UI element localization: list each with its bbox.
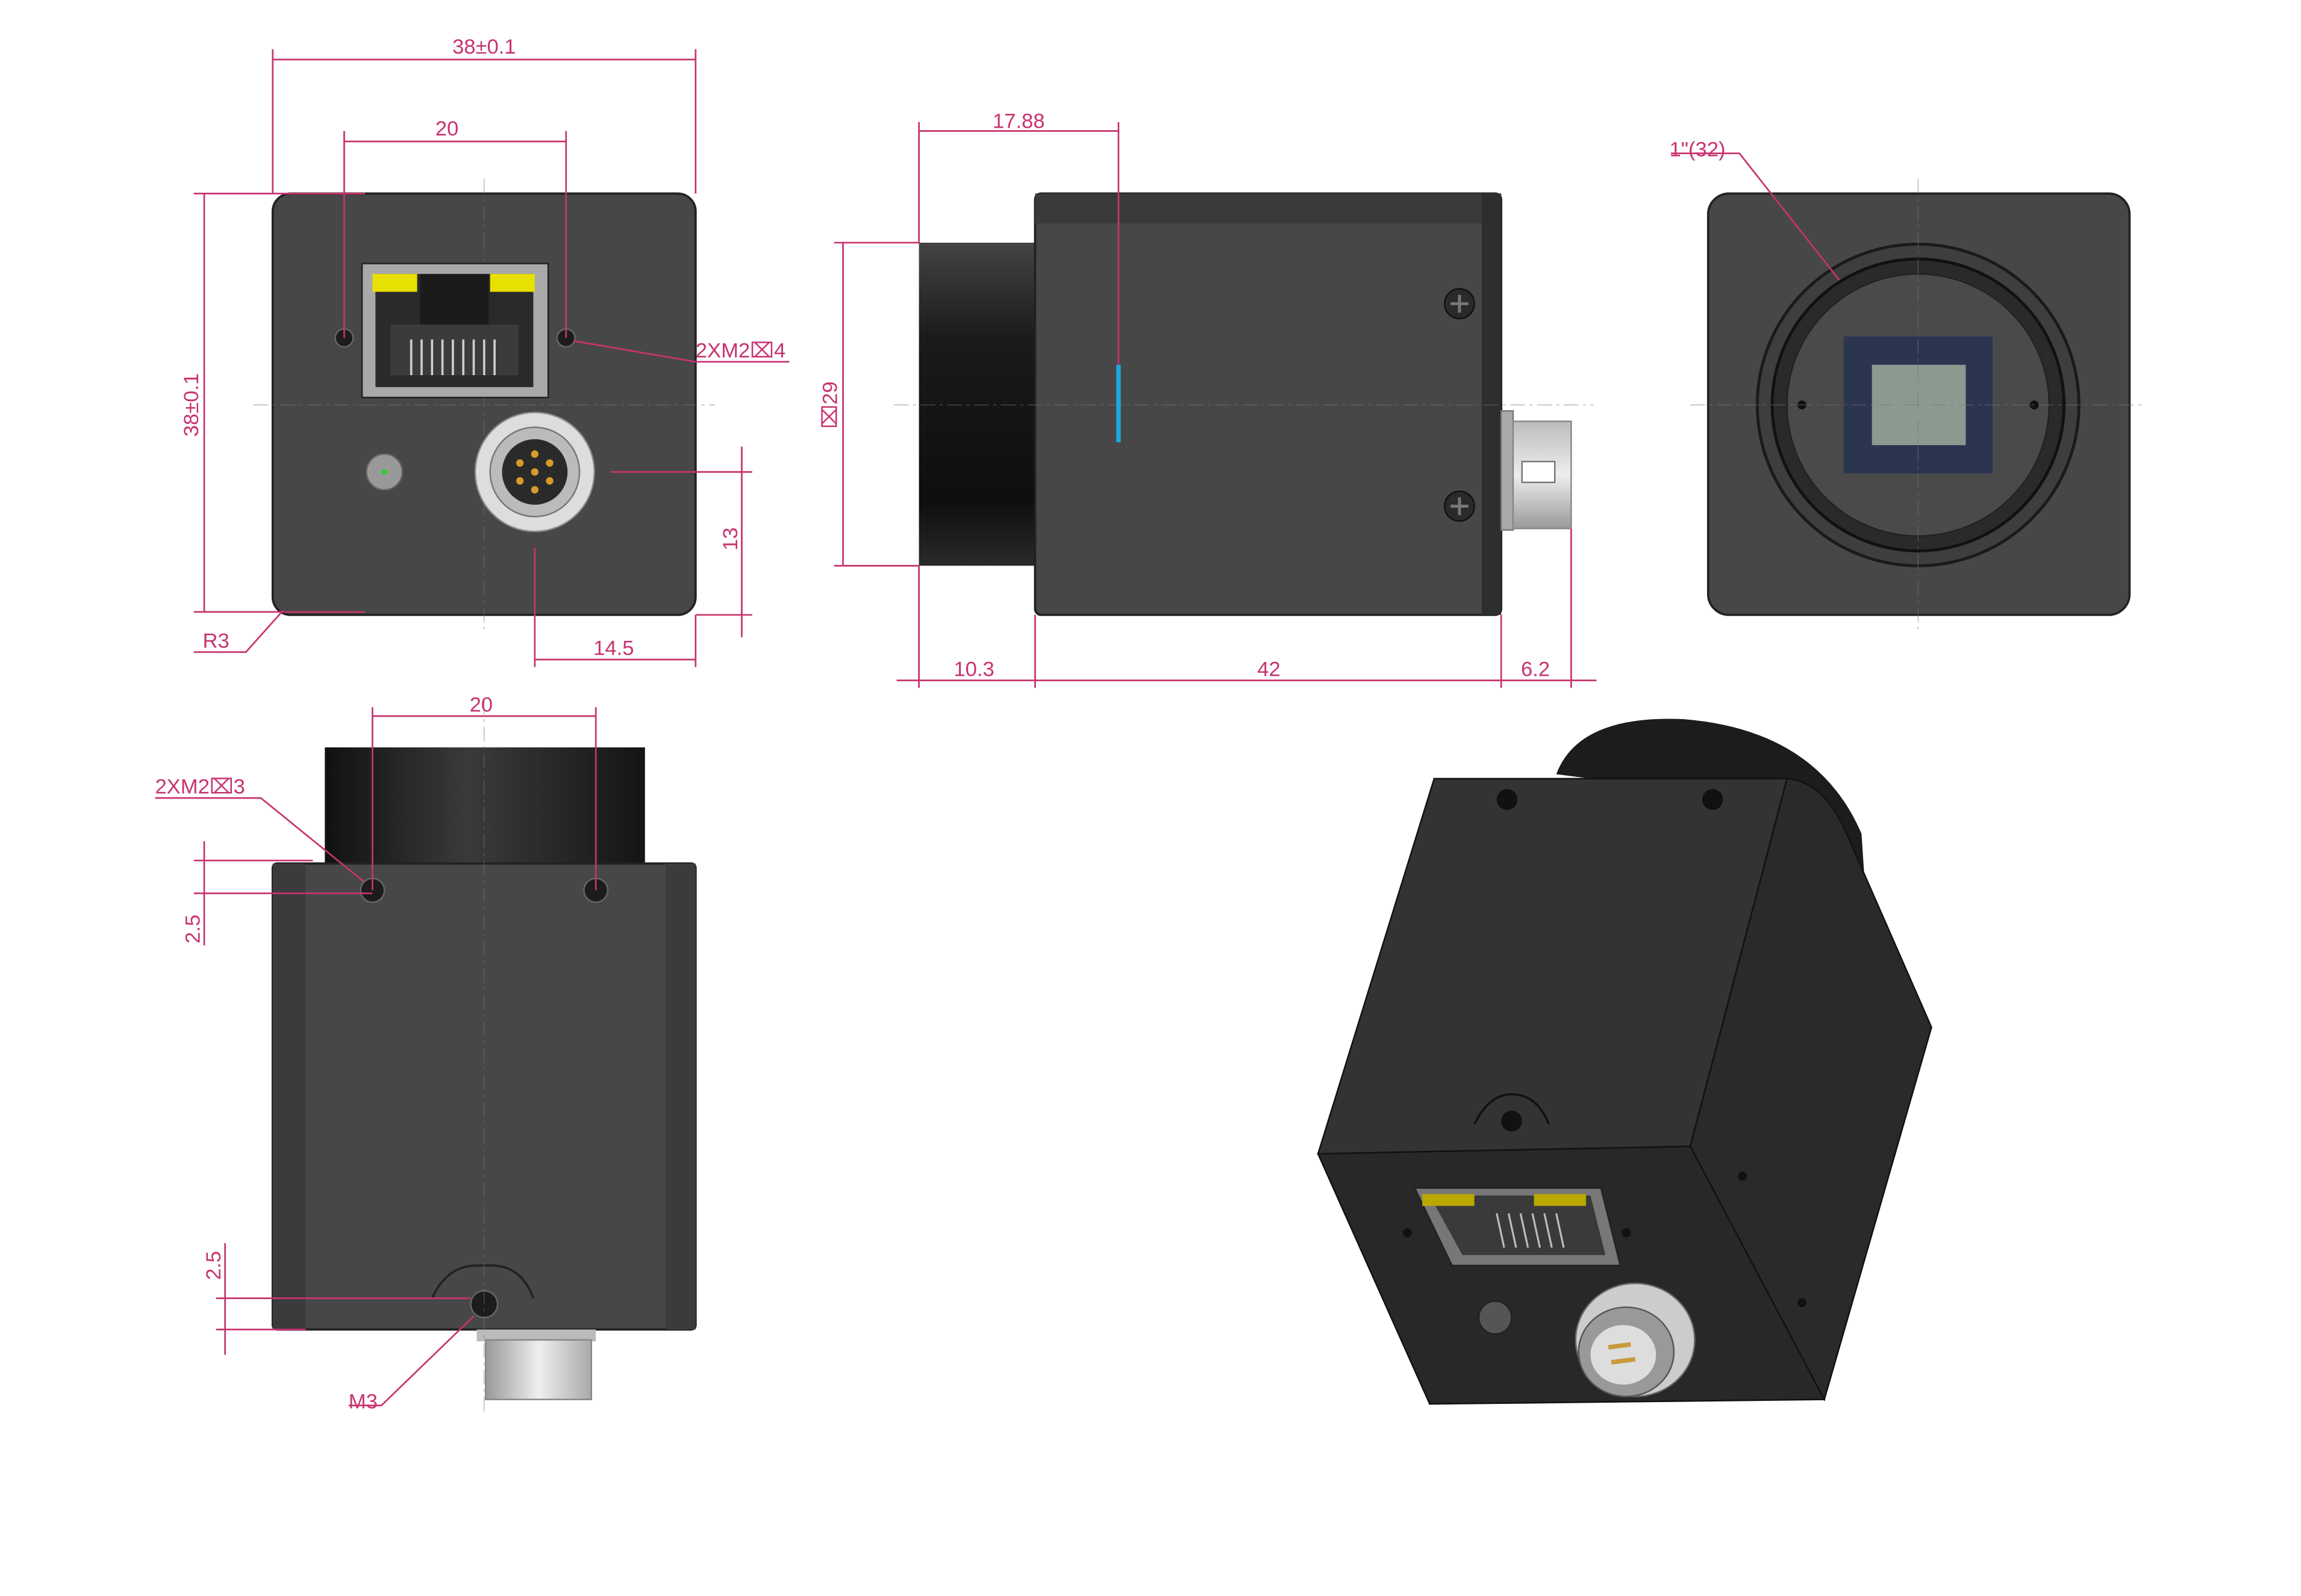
rear-hole-spacing-label: 20 (436, 117, 458, 140)
rj45-led-right (490, 273, 535, 292)
rear-hole-callout: 2XM2⌧4 (696, 339, 785, 362)
connector-length-label: 6.2 (1521, 658, 1550, 681)
rear-width-label: 38±0.1 (452, 36, 516, 58)
bottom-dimensions: 20 2XM2⌧3 2.5 2.5 M3 (155, 694, 597, 1414)
iso-rj45-port (1413, 1187, 1622, 1267)
bottom-hole-callout: 2XM2⌧3 (155, 776, 245, 799)
body-length-label: 42 (1257, 658, 1280, 681)
iso-lens-barrel (1556, 719, 1865, 879)
screw-bottom (1443, 490, 1475, 522)
rj45-led-left (372, 273, 417, 292)
rear-view: 38±0.1 20 38±0.1 2XM2⌧4 13 14.5 R3 (180, 36, 790, 667)
top-offset-label: 2.5 (182, 914, 205, 943)
rear-height-label: 38±0.1 (180, 373, 203, 437)
side-view: 17.88 ⌧29 10.3 42 6.2 (819, 110, 1597, 688)
bottom-lens-barrel (325, 747, 645, 864)
side-housing (1034, 192, 1503, 616)
bottom-io-connector (485, 1339, 592, 1400)
lens-mount-barrel (919, 242, 1035, 566)
rear-dimensions: 38±0.1 20 38±0.1 2XM2⌧4 13 14.5 R3 (180, 36, 790, 667)
mount-thread-label: M3 (349, 1391, 378, 1414)
flange-distance-label: 17.88 (993, 110, 1045, 133)
bottom-hole-spacing-label: 20 (470, 694, 493, 717)
iso-io-connector (1575, 1282, 1696, 1397)
rear-connector-offset-label: 14.5 (593, 637, 634, 660)
rj45-port (361, 263, 549, 399)
io-connector (474, 411, 595, 532)
corner-radius-label: R3 (203, 629, 229, 652)
bottom-offset-label: 2.5 (202, 1251, 225, 1280)
side-io-connector (1500, 410, 1572, 531)
lens-length-label: 10.3 (954, 658, 994, 681)
front-view: 1"(32) (1669, 139, 2145, 633)
isometric-view (1317, 719, 1932, 1405)
sensor-size-label: 1"(32) (1669, 139, 1725, 161)
rear-connector-height-label: 13 (719, 528, 742, 550)
lens-size-label: ⌧29 (819, 381, 842, 428)
iso-side-face (1689, 778, 1932, 1401)
screw-top (1443, 288, 1475, 320)
side-dimensions: 17.88 ⌧29 10.3 42 6.2 (819, 110, 1597, 688)
bottom-view: 20 2XM2⌧3 2.5 2.5 M3 (155, 694, 697, 1415)
